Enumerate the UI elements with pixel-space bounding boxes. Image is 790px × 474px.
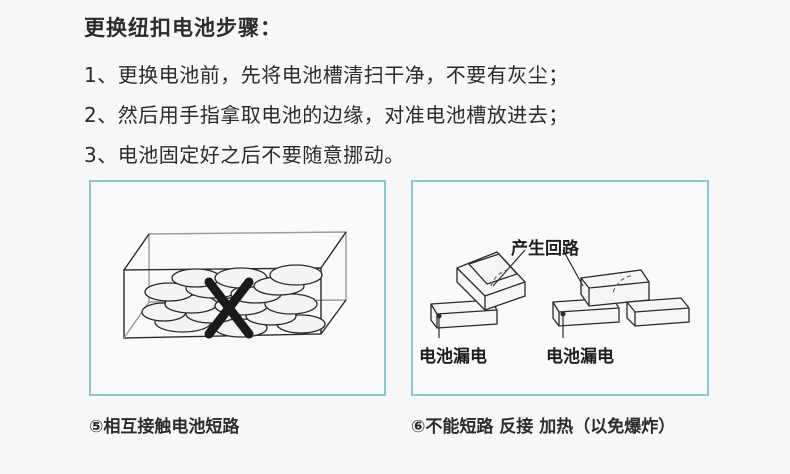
forbidden-x-icon bbox=[204, 277, 254, 339]
batteries-in-box-illustration bbox=[123, 231, 347, 339]
instructions-title: 更换纽扣电池步骤： bbox=[84, 16, 282, 40]
figure-short-circuit-panel bbox=[89, 180, 386, 396]
label-leak-right: 电池漏电 bbox=[546, 347, 614, 367]
label-leak-left: 电池漏电 bbox=[419, 347, 487, 367]
caption-warning: ⑥不能短路 反接 加热（以免爆炸） bbox=[411, 417, 676, 437]
step-2: 2、然后用手指拿取电池的边缘，对准电池槽放进去； bbox=[84, 103, 569, 127]
stacked-batteries-illustration bbox=[430, 249, 690, 338]
figure-reverse-panel: 产生回路 电池漏电 电池漏电 bbox=[411, 180, 709, 396]
step-3: 3、电池固定好之后不要随意挪动。 bbox=[84, 143, 405, 167]
step-1: 1、更换电池前，先将电池槽清扫干净，不要有灰尘； bbox=[84, 63, 569, 87]
label-circuit: 产生回路 bbox=[511, 239, 579, 259]
caption-short-circuit: ⑤相互接触电池短路 bbox=[89, 417, 240, 437]
